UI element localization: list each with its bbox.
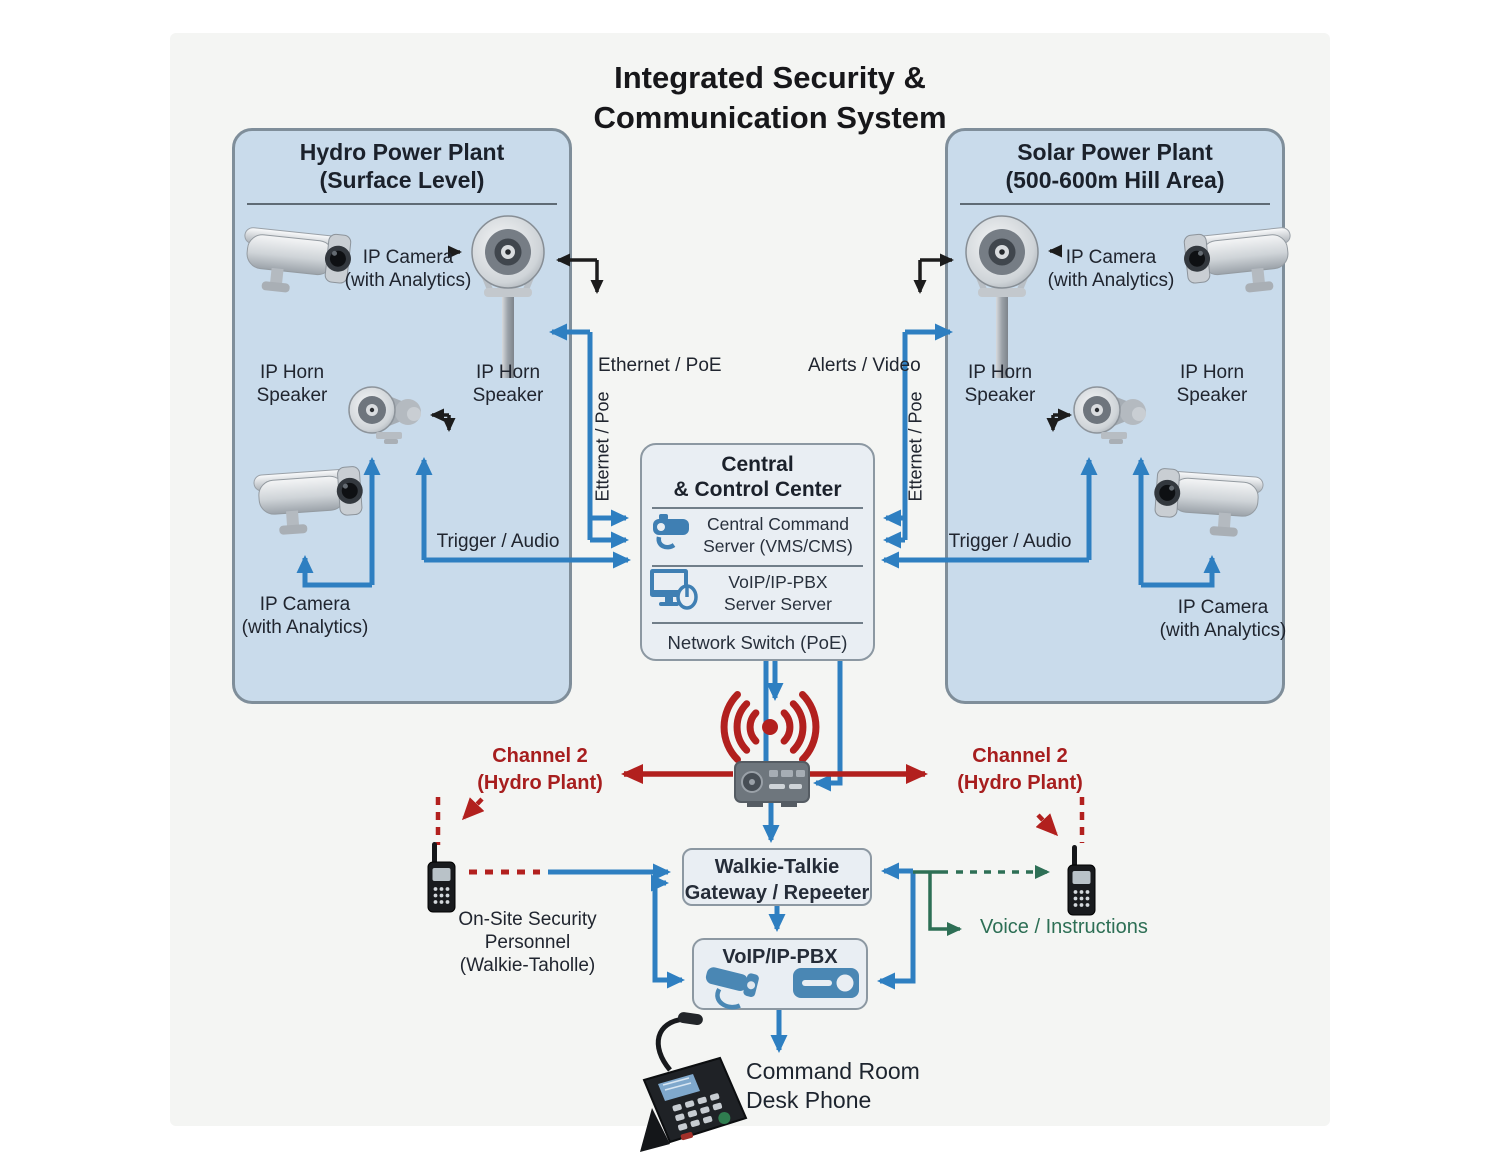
hydro-ip-horn-left-label: IP Horn Speaker [256,362,328,407]
onsite-line2: Personnel [484,932,571,954]
voip-camera-icon [705,967,759,1010]
channel-2-right-label: Channel 2 (Hydro Plant) [940,743,1100,797]
voip-server-line2: Server Server [724,593,832,614]
hydro-ip-camera-bottom [252,465,366,537]
ip-camera-label-line2: (with Analytics) [1159,620,1287,642]
desk-phone-line1: Command Room [746,1058,920,1084]
solar-title-divider [960,203,1270,205]
ip-camera-label-line1: IP Camera [1065,247,1157,268]
voip-box-label: VoIP/IP-PBX [722,946,838,968]
solar-trigger-audio-label: Trigger / Audio [948,531,1072,552]
ip-camera-label-line1: IP Camera [362,247,454,268]
etternet-poe-vertical-right-label: Etternet / Poe [905,391,926,502]
voip-server-monitor-icon [650,569,698,610]
solar-plant-title-line1: Solar Power Plant [1017,139,1213,165]
right-walkie-talkie [1067,844,1096,916]
solar-horn-speaker-pole [966,216,1038,378]
solar-ip-horn-right-label: IP Horn Speaker [1176,362,1248,407]
solar-plant-title: Solar Power Plant (500-600m Hill Area) [950,139,1280,194]
voip-server-line1: VoIP/IP-PBX [728,572,828,592]
hydro-plant-title: Hydro Power Plant (Surface Level) [237,139,567,194]
central-command-server-label: Central Command Server (VMS/CMS) [686,514,870,558]
gateway-box-label: Walkie-Talkie Gateway / Repeeter [684,854,870,906]
solar-ip-camera-top [1181,224,1297,300]
page-title-line2: Communication System [593,99,947,135]
hydro-ip-horn-right-label: IP Horn Speaker [472,362,544,407]
channel-right-line2: (Hydro Plant) [957,772,1083,794]
onsite-personnel-label: On-Site Security Personnel (Walkie-Tahol… [445,908,610,978]
hydro-trigger-audio-label: Trigger / Audio [436,531,560,552]
central-divider-1 [652,507,863,509]
red-radio-links [435,764,1085,875]
radio-waves-icon [720,691,820,763]
command-server-line2: Server (VMS/CMS) [703,535,853,556]
black-links [430,244,1072,432]
solar-ip-horn-left-label: IP Horn Speaker [964,362,1036,407]
central-divider-3 [652,622,863,624]
voice-instructions-label: Voice / Instructions [980,916,1148,938]
etternet-poe-vertical-left-label: Etternet / Poe [592,391,613,502]
hydro-ip-camera-top-label: IP Camera (with Analytics) [333,246,483,292]
command-server-camera-icon [653,514,689,550]
ethernet-poe-label: Ethernet / PoE [598,355,722,376]
hydro-plant-title-line2: (Surface Level) [319,166,485,193]
alerts-video-label: Alerts / Video [808,355,921,376]
hydro-ip-camera-bottom-label: IP Camera (with Analytics) [230,593,380,639]
central-control-box [640,443,875,661]
central-voip-server-label: VoIP/IP-PBX Server Server [686,572,870,616]
ip-camera-label-line1: IP Camera [259,594,351,615]
channel-right-line1: Channel 2 [972,745,1068,767]
ip-camera-label-line2: (with Analytics) [241,617,369,639]
central-title-line1: Central [721,453,794,476]
channel-left-line2: (Hydro Plant) [477,772,603,794]
solar-ip-camera-bottom [1151,467,1265,539]
network-switch-label: Network Switch (PoE) [667,632,848,653]
desk-phone-label: Command Room Desk Phone [746,1057,946,1115]
channel-2-left-label: Channel 2 (Hydro Plant) [460,743,620,797]
hydro-horn-speaker-pole [472,216,544,378]
solar-plant-title-line2: (500-600m Hill Area) [1005,166,1225,193]
page-title: Integrated Security & Communication Syst… [555,58,985,137]
central-control-title: Central & Control Center [650,452,865,502]
walkie-talkie-gateway-box [682,848,872,906]
solar-horn-speaker-side [1073,386,1147,445]
command-server-line1: Central Command [707,514,849,534]
blue-network-links [296,323,1221,1053]
onsite-line3: (Walkie-Taholle) [459,955,596,977]
desk-phone-line2: Desk Phone [746,1086,872,1113]
ip-camera-label-line1: IP Camera [1177,597,1269,618]
command-room-desk-phone [640,1012,748,1152]
central-title-line2: & Control Center [673,478,842,502]
voip-pbx-device-icon [793,968,859,998]
central-divider-2 [652,565,863,567]
solar-ip-camera-top-label: IP Camera (with Analytics) [1036,246,1186,292]
gateway-line2: Gateway / Repeeter [684,882,870,904]
ip-camera-label-line2: (with Analytics) [1047,270,1175,292]
page-title-line1: Integrated Security & [614,60,926,95]
gateway-line1: Walkie-Talkie [714,856,840,878]
ip-camera-label-line2: (with Analytics) [344,270,472,292]
radio-base-station [734,761,810,807]
hydro-plant-title-line1: Hydro Power Plant [299,139,505,165]
onsite-line1: On-Site Security [458,909,597,930]
channel-left-line1: Channel 2 [492,745,588,767]
green-voice-links [913,865,1050,936]
solar-ip-camera-bottom-label: IP Camera (with Analytics) [1148,596,1298,642]
left-walkie-talkie [427,841,456,913]
hydro-title-divider [247,203,557,205]
